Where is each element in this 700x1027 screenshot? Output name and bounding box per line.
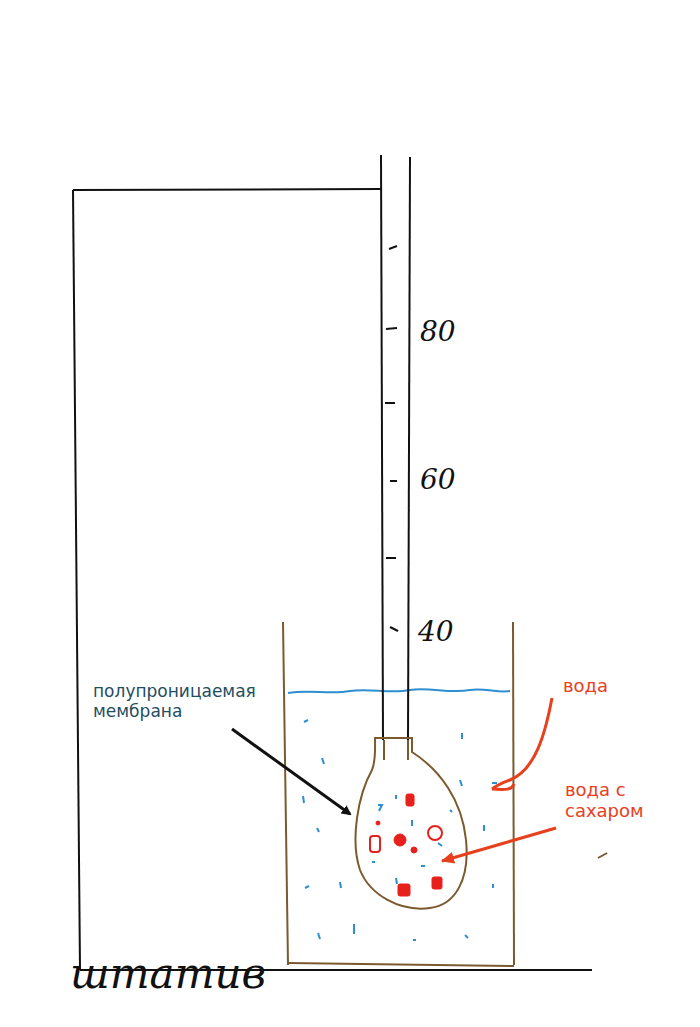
scale-ticks [385, 246, 398, 631]
membrane-flask [356, 738, 467, 909]
stand [73, 189, 592, 970]
neck-line [407, 740, 409, 760]
sugar-water-label: вода с сахаром [565, 780, 660, 821]
leader-arrow [492, 784, 514, 789]
leader-arrow [492, 698, 552, 789]
neck-line [383, 740, 385, 760]
leader-arrow [232, 729, 350, 814]
scale-number: 80 [420, 316, 456, 348]
water-particles [303, 720, 497, 940]
stand-label: штатив [70, 950, 266, 998]
water-surface [288, 689, 510, 693]
tube [381, 155, 410, 740]
scale-number: 40 [418, 616, 454, 648]
scale-number: 60 [420, 464, 456, 496]
water-label: вода [563, 676, 608, 697]
stray-mark [598, 853, 607, 858]
sugar-particles [370, 794, 442, 896]
beaker [283, 622, 514, 966]
leader-arrow [442, 828, 556, 861]
membrane-label: полупроницаемая мембрана [93, 682, 288, 721]
